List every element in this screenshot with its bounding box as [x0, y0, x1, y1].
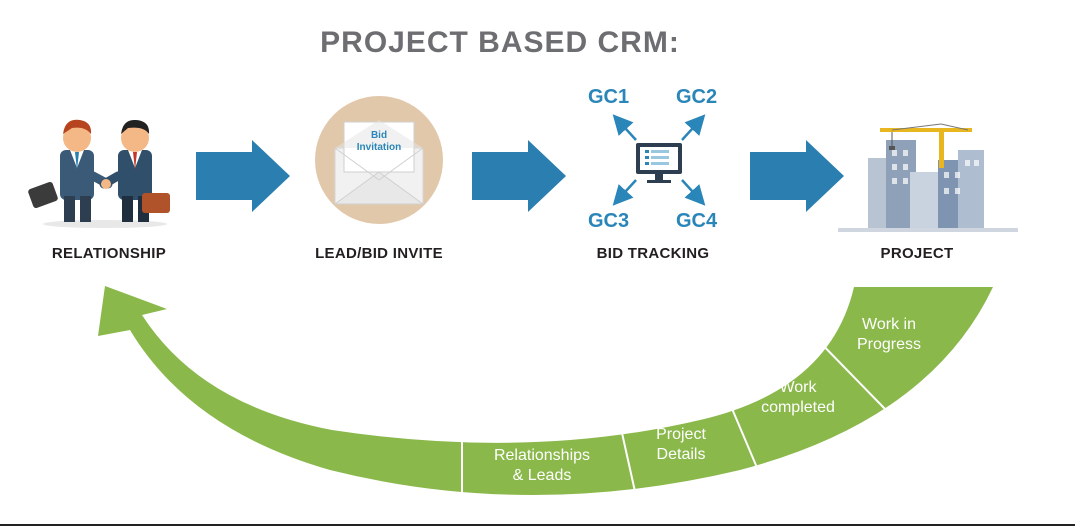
- gc1-arrow: [612, 114, 637, 141]
- gc3-label: GC3: [588, 210, 630, 232]
- cycle-segment-work-completed: Work completed: [723, 378, 873, 418]
- seg1-line2: & Leads: [512, 467, 572, 484]
- cycle-segment-work-in-progress: Work in Progress: [814, 315, 964, 355]
- gc2-label: GC2: [676, 86, 718, 108]
- seg2-line1: Project: [656, 426, 706, 443]
- envelope-line1: Bid: [370, 130, 388, 141]
- cycle-segment-project-details: Project Details: [606, 425, 756, 465]
- buildings-crane-icon: [838, 123, 1018, 232]
- gc4-arrow: [681, 179, 706, 206]
- seg3-line1: Work: [779, 379, 817, 396]
- page-title: PROJECT BASED CRM:: [320, 26, 680, 59]
- gc3-arrow: [612, 179, 637, 206]
- cycle-dividers: [461, 331, 887, 500]
- monitor-icon: [636, 143, 682, 183]
- stage-label-lead: LEAD/BID INVITE: [315, 245, 443, 262]
- cycle-segment-relationships-leads: Relationships & Leads: [467, 446, 617, 486]
- bid-invitation-envelope-icon: [315, 96, 443, 224]
- gc4-label: GC4: [676, 210, 718, 232]
- stage-label-relationship: RELATIONSHIP: [51, 245, 167, 262]
- envelope-line2: Invitation: [356, 142, 402, 153]
- flow-arrow-2: [472, 140, 566, 212]
- seg1-line1: Relationships: [493, 447, 591, 464]
- stage-label-project: PROJECT: [880, 245, 954, 262]
- seg4-line2: Progress: [856, 336, 922, 353]
- bottom-rule: [0, 524, 1075, 526]
- flow-arrow-3: [750, 140, 844, 212]
- cycle-arrow: [98, 286, 993, 495]
- envelope-text: Bid Invitation: [344, 130, 414, 154]
- seg4-line1: Work in: [862, 316, 916, 333]
- gc1-label: GC1: [588, 86, 630, 108]
- stage-label-tracking: BID TRACKING: [596, 245, 710, 262]
- flow-arrow-1: [196, 140, 290, 212]
- seg2-line2: Details: [656, 446, 706, 463]
- seg3-line2: completed: [761, 399, 835, 416]
- gc2-arrow: [681, 114, 706, 141]
- handshake-people-icon: [28, 119, 170, 228]
